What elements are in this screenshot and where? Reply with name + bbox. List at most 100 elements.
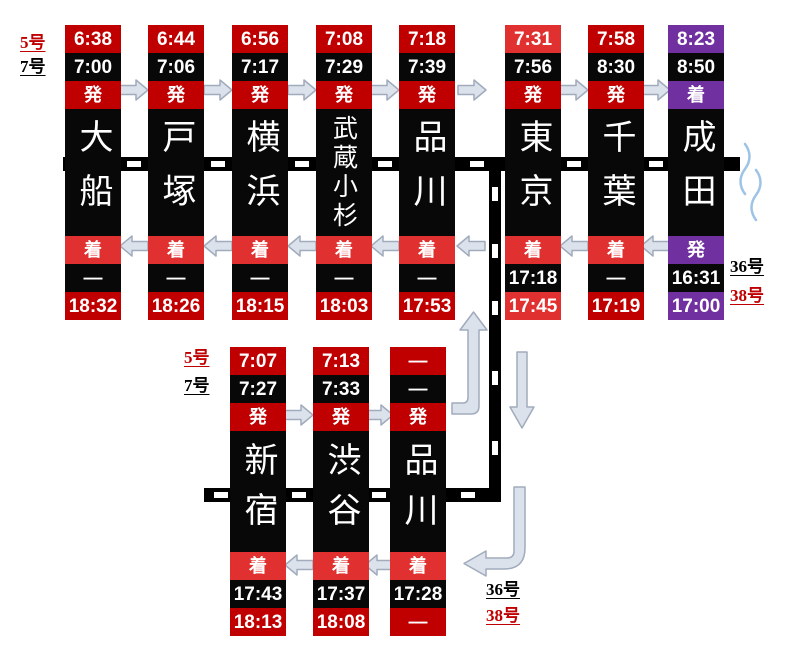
arrow-left-icon — [119, 235, 149, 257]
arrival-label: 着 — [505, 236, 561, 264]
track-dash — [492, 187, 498, 201]
line-continues-wave-icon — [750, 168, 762, 222]
station-column-shibuya: 7:13 7:33 発 渋谷 着 17:37 18:08 — [313, 347, 369, 636]
train-number-5-bottom: 5号 — [184, 348, 210, 367]
time-cell: 7:39 — [399, 53, 455, 81]
arrow-left-icon — [284, 554, 314, 576]
arrow-right-icon — [457, 79, 487, 101]
time-cell: — — [390, 347, 446, 375]
departure-label: 発 — [588, 81, 644, 109]
time-cell: — — [390, 375, 446, 403]
arrow-right-icon — [641, 79, 671, 101]
station-column-totsuka: 6:44 7:06 発 戸塚 着 — 18:26 — [148, 25, 204, 320]
time-cell: 18:08 — [313, 608, 369, 636]
arrow-left-icon — [370, 235, 400, 257]
time-cell: 7:33 — [313, 375, 369, 403]
arrow-down-icon — [509, 351, 535, 429]
track-dash — [295, 161, 309, 167]
station-name: 成田 — [668, 109, 724, 236]
time-cell: — — [390, 608, 446, 636]
train-number-38-top: 38号 — [730, 286, 764, 305]
arrow-right-icon — [559, 79, 589, 101]
time-cell: 7:56 — [505, 53, 561, 81]
time-cell: 18:03 — [316, 292, 372, 320]
time-cell: — — [65, 264, 121, 292]
time-cell: 7:31 — [505, 25, 561, 53]
station-column-shinagawa: 7:18 7:39 発 品川 着 — 17:53 — [399, 25, 455, 320]
arrival-label: 着 — [399, 236, 455, 264]
time-cell: 17:28 — [390, 580, 446, 608]
arrival-label: 着 — [230, 552, 286, 580]
time-cell: 6:56 — [232, 25, 288, 53]
station-column-yokohama: 6:56 7:17 発 横浜 着 — 18:15 — [232, 25, 288, 320]
time-cell: 17:37 — [313, 580, 369, 608]
arrival-label: 着 — [668, 81, 724, 109]
line-continues-wave-icon — [739, 142, 751, 196]
departure-label: 発 — [399, 81, 455, 109]
time-cell: 17:45 — [505, 292, 561, 320]
station-column-ofuna: 6:38 7:00 発 大船 着 — 18:32 — [65, 25, 121, 320]
time-cell: 7:29 — [316, 53, 372, 81]
arrow-elbow-up-icon — [451, 311, 488, 415]
arrow-left-icon — [203, 235, 233, 257]
station-name: 品川 — [399, 109, 455, 236]
track-dash — [372, 492, 386, 498]
arrival-label: 着 — [588, 236, 644, 264]
time-cell: 6:44 — [148, 25, 204, 53]
track-dash — [492, 301, 498, 315]
station-name: 東京 — [505, 109, 561, 236]
time-cell: 18:32 — [65, 292, 121, 320]
time-cell: 7:58 — [588, 25, 644, 53]
arrival-label: 着 — [390, 552, 446, 580]
arrow-right-icon — [287, 79, 317, 101]
arrow-right-icon — [364, 404, 394, 426]
arrow-left-icon — [287, 235, 317, 257]
arrival-label: 着 — [65, 236, 121, 264]
station-name: 千葉 — [588, 109, 644, 236]
arrow-right-icon — [119, 79, 149, 101]
time-cell: 8:23 — [668, 25, 724, 53]
station-name: 新宿 — [230, 431, 286, 552]
station-name: 戸塚 — [148, 109, 204, 236]
station-name: 横浜 — [232, 109, 288, 236]
track-dash — [461, 492, 475, 498]
track-dash — [292, 492, 306, 498]
station-name: 渋谷 — [313, 431, 369, 552]
track-dash — [470, 161, 484, 167]
time-cell: 17:00 — [668, 292, 724, 320]
time-cell: 7:13 — [313, 347, 369, 375]
arrow-right-icon — [370, 79, 400, 101]
departure-label: 発 — [148, 81, 204, 109]
time-cell: 17:53 — [399, 292, 455, 320]
arrival-label: 着 — [313, 552, 369, 580]
station-column-narita: 8:23 8:50 着 成田 発 16:31 17:00 — [668, 25, 724, 320]
time-cell: 7:06 — [148, 53, 204, 81]
train-number-36-bottom: 36号 — [486, 580, 520, 599]
station-column-tokyo: 7:31 7:56 発 東京 着 17:18 17:45 — [505, 25, 561, 320]
station-column-musashikosugi: 7:08 7:29 発 武蔵小杉 着 — 18:03 — [316, 25, 372, 320]
track-dash — [127, 161, 141, 167]
time-cell: 17:43 — [230, 580, 286, 608]
arrow-right-icon — [284, 404, 314, 426]
time-cell: 16:31 — [668, 264, 724, 292]
departure-label: 発 — [505, 81, 561, 109]
departure-label: 発 — [668, 236, 724, 264]
time-cell: 7:27 — [230, 375, 286, 403]
arrival-label: 着 — [148, 236, 204, 264]
track-dash — [378, 161, 392, 167]
track-dash — [649, 161, 663, 167]
time-cell: — — [148, 264, 204, 292]
arrival-label: 着 — [316, 236, 372, 264]
departure-label: 発 — [390, 403, 446, 431]
time-cell: — — [316, 264, 372, 292]
train-number-5-top: 5号 — [20, 33, 46, 52]
time-cell: 17:19 — [588, 292, 644, 320]
station-column-shinagawa-bottom: — — 発 品川 着 17:28 — — [390, 347, 446, 636]
arrow-left-icon — [559, 235, 589, 257]
time-cell: 8:30 — [588, 53, 644, 81]
arrow-left-icon — [640, 235, 670, 257]
time-cell: — — [588, 264, 644, 292]
station-name: 武蔵小杉 — [316, 109, 372, 236]
track-dash — [492, 244, 498, 258]
